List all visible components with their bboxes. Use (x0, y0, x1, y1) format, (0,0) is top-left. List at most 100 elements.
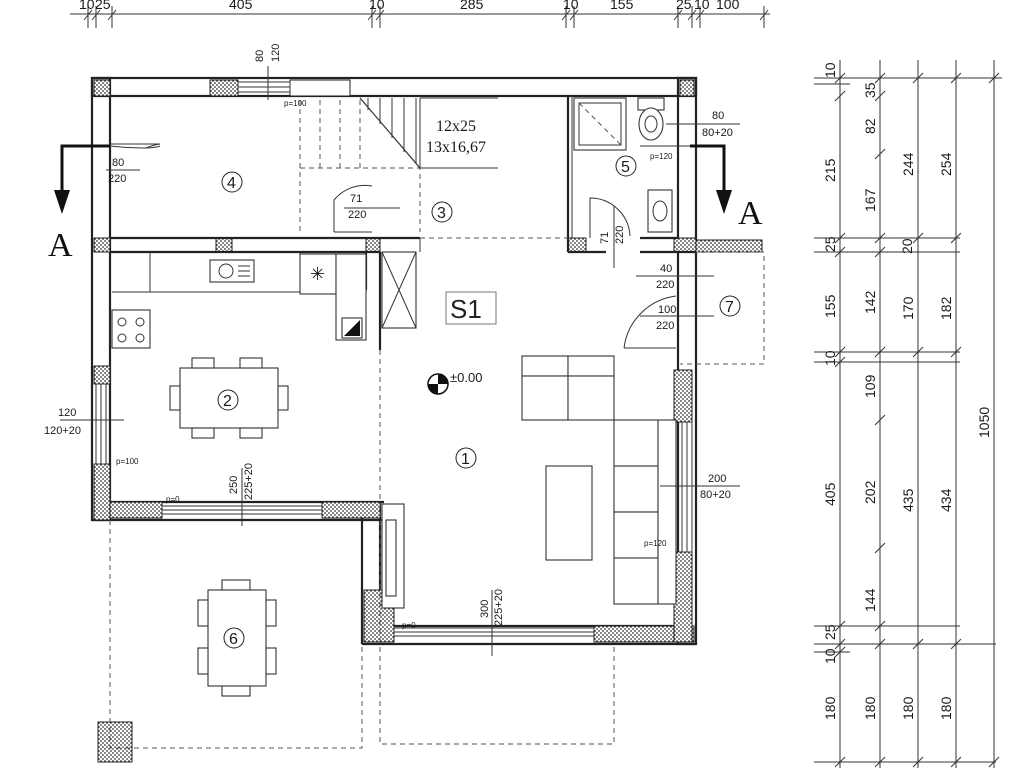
door1-sill: p=0 (402, 621, 416, 630)
d7b-width: 100 (658, 304, 676, 316)
level-marker: ±0.00 (427, 370, 482, 395)
dim-r5-1050: 1050 (976, 407, 992, 438)
dim-top-155: 155 (610, 0, 634, 12)
fridge-icon: ✳ (310, 264, 325, 284)
door2-height: 225+20 (243, 463, 255, 500)
room-7-label: 7 (725, 299, 734, 316)
entrance-door: 40 220 100 220 (623, 263, 714, 349)
w2-width: 120 (58, 407, 76, 419)
window-left: 120 120+20 p=100 (44, 383, 139, 466)
w2-height: 120+20 (44, 425, 81, 437)
door-room-4: 80 220 (106, 143, 161, 185)
d3-width: 71 (350, 193, 362, 205)
d7b-height: 220 (656, 320, 674, 332)
dim-r2-180: 180 (862, 696, 878, 720)
section-marker-left: A (48, 144, 110, 264)
dim-r4-434: 434 (938, 488, 954, 512)
dim-r3-435: 435 (900, 488, 916, 512)
window-top-left: 80 120 p=100 (237, 44, 307, 108)
room-labels: 4 3 5 2 1 7 6 (217, 155, 741, 649)
s1-stamp: S1 (445, 291, 497, 325)
fireplace (381, 503, 405, 609)
w1-sill: p=100 (284, 99, 307, 108)
dim-r1-155: 155 (822, 294, 838, 318)
section-label-left: A (48, 227, 73, 264)
d5-height: 220 (614, 226, 626, 244)
stairs-label-2: 13x16,67 (426, 139, 486, 156)
w5-width: 80 (712, 110, 724, 122)
dim-r4-180: 180 (938, 696, 954, 720)
bathroom-fixtures: 80 80+20 p=120 71 220 (573, 97, 740, 268)
front-sliding-door: 300 225+20 p=0 (393, 589, 595, 656)
d7a-width: 40 (660, 263, 672, 275)
dim-top-10a: 10 (79, 0, 95, 12)
kitchen: ✳ (111, 251, 417, 349)
door2-width: 250 (228, 476, 240, 494)
room-4-label: 4 (227, 175, 236, 192)
dim-r3-170: 170 (900, 296, 916, 320)
room-6-label: 6 (229, 631, 238, 648)
terrace-door-left: 250 225+20 p=0 (161, 463, 323, 526)
door2-sill: p=0 (166, 495, 180, 504)
corner-sofa (521, 355, 677, 605)
dim-top-10b: 10 (369, 0, 385, 12)
wall-hatching (93, 79, 763, 763)
door1-height: 225+20 (493, 589, 505, 626)
dining-table (169, 357, 289, 439)
dim-r3-180: 180 (900, 696, 916, 720)
d4-height: 220 (108, 173, 126, 185)
washbasin (647, 189, 673, 233)
level-label: ±0.00 (450, 370, 482, 385)
w1-width: 80 (254, 50, 266, 62)
top-dimension-chain: 10 25 405 10 285 10 155 25 10 100 (70, 0, 770, 28)
right-dimension-chains: 10 215 25 155 10 405 10 25 180 35 82 167… (814, 60, 1002, 768)
dim-r3-244: 244 (900, 152, 916, 176)
w1r-width: 200 (708, 473, 726, 485)
cooktop (111, 309, 151, 349)
window-right: 200 80+20 p=120 (644, 421, 740, 553)
dim-r2-20: 20 (899, 238, 915, 254)
door-room-3: 71 220 (333, 184, 400, 233)
dim-r1-10a: 10 (822, 62, 838, 78)
terrace-table (197, 579, 277, 697)
dim-r2-144: 144 (862, 588, 878, 612)
dim-r1-25: 25 (822, 236, 838, 252)
room-1-label: 1 (461, 451, 470, 468)
staircase: 12x25 13x16,67 (359, 97, 498, 169)
d7a-height: 220 (656, 279, 674, 291)
dim-r1-405: 405 (822, 482, 838, 506)
w5-sill: p=120 (650, 152, 673, 161)
dim-r1-180: 180 (822, 696, 838, 720)
w5-height: 80+20 (702, 127, 733, 139)
toilet (638, 107, 664, 141)
d4-width: 80 (112, 157, 124, 169)
w1r-height: 80+20 (700, 489, 731, 501)
dim-top-10c: 10 (563, 0, 579, 12)
room-2-label: 2 (223, 393, 232, 410)
d5-width: 71 (599, 232, 611, 244)
dim-r2-167: 167 (862, 188, 878, 212)
d3-height: 220 (348, 209, 366, 221)
fridge (299, 253, 337, 295)
dim-r2-35: 35 (862, 82, 878, 98)
dim-r2-82: 82 (862, 118, 878, 134)
section-marker-right: A (690, 144, 763, 232)
section-label-right: A (738, 195, 763, 232)
dim-top-10d: 10 (694, 0, 710, 12)
dim-top-100: 100 (716, 0, 740, 12)
dim-top-285: 285 (460, 0, 484, 12)
door1-width: 300 (479, 600, 491, 618)
dim-r1-10c: 10 (822, 648, 838, 664)
dim-top-25a: 25 (95, 0, 111, 12)
room-5-label: 5 (621, 159, 630, 176)
coffee-table (545, 465, 593, 561)
dim-r2-202: 202 (862, 480, 878, 504)
dim-r2-142: 142 (862, 290, 878, 314)
stairs-label-1: 12x25 (436, 118, 476, 135)
dim-r2-109: 109 (862, 374, 878, 398)
dim-r1-25b: 25 (822, 624, 838, 640)
w1r-sill: p=120 (644, 539, 667, 548)
dim-r1-10b: 10 (822, 350, 838, 366)
dim-top-25b: 25 (676, 0, 692, 12)
